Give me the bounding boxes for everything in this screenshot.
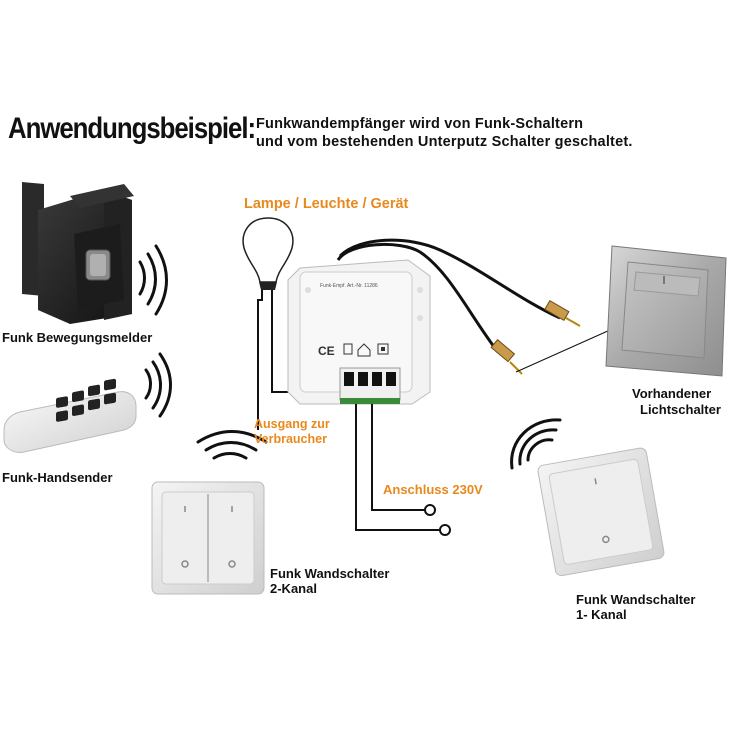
one-channel-label-line-1: Funk Wandschalter bbox=[576, 592, 696, 607]
remote-control-icon bbox=[3, 378, 137, 453]
existing-switch-label-line-2: Lichtschalter bbox=[640, 402, 721, 417]
ce-mark: CE bbox=[318, 344, 335, 358]
pointer-line bbox=[515, 329, 611, 373]
mains-wiring bbox=[355, 404, 451, 536]
lamp-label: Lampe / Leuchte / Gerät bbox=[244, 196, 409, 212]
description-line-1: Funkwandempfänger wird von Funk-Schalter… bbox=[256, 116, 584, 132]
two-channel-label-line-2: 2-Kanal bbox=[270, 581, 317, 596]
output-label-line-1: Ausgang zur bbox=[254, 417, 330, 431]
remote-label: Funk-Handsender bbox=[2, 470, 113, 485]
terminal-icon bbox=[490, 299, 581, 375]
description-line-2: und vom bestehenden Unterputz Schalter g… bbox=[256, 134, 633, 150]
one-channel-label-line-2: 1- Kanal bbox=[576, 607, 627, 622]
wall-switch-icon-2-channel bbox=[151, 481, 265, 595]
wall-switch-icon-existing bbox=[605, 245, 727, 377]
wall-switch-icon-1-channel bbox=[537, 447, 665, 577]
switch-wires bbox=[336, 238, 561, 353]
receiver-label: Funk-Empf. Art.-Nr. 11286 bbox=[320, 283, 378, 289]
radio-waves-icon bbox=[138, 244, 562, 470]
lamp-icon bbox=[242, 217, 294, 290]
motion-sensor-icon bbox=[22, 182, 134, 324]
existing-switch-label-line-1: Vorhandener bbox=[632, 386, 712, 401]
output-label-line-2: Verbraucher bbox=[254, 432, 327, 446]
receiver-module-icon: Funk-Empf. Art.-Nr. 11286 CE bbox=[287, 259, 431, 405]
two-channel-label-line-1: Funk Wandschalter bbox=[270, 566, 390, 581]
motion-sensor-label: Funk Bewegungsmelder bbox=[2, 330, 153, 345]
page-title: Anwendungsbeispiel: bbox=[8, 112, 256, 145]
mains-label: Anschluss 230V bbox=[383, 482, 483, 497]
